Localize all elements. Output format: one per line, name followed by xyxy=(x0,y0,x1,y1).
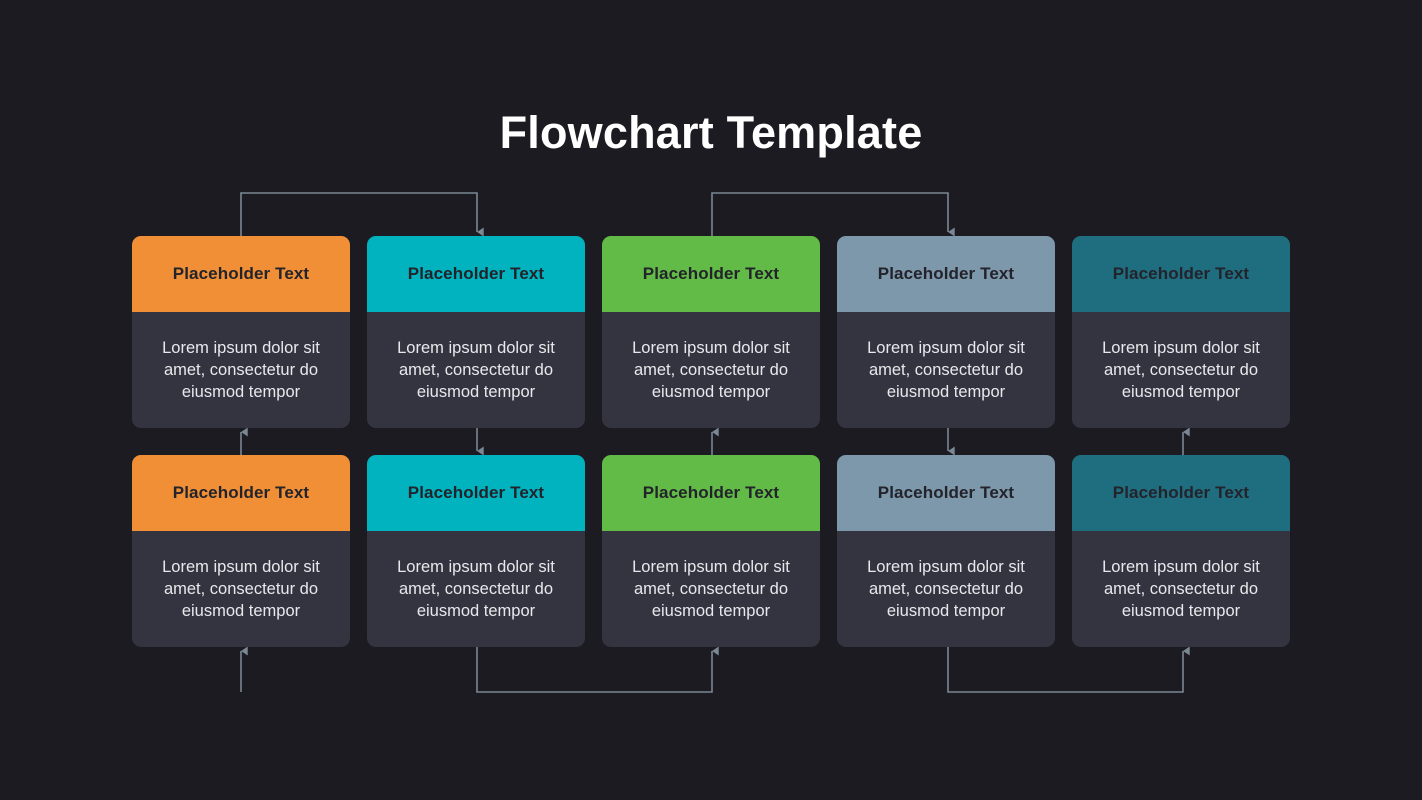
card-column-2-top[interactable]: Placeholder Text Lorem ipsum dolor sit a… xyxy=(367,236,585,428)
card-body: Lorem ipsum dolor sit amet, consectetur … xyxy=(367,312,585,428)
connector-bottom-left-bracket xyxy=(476,646,719,693)
card-body: Lorem ipsum dolor sit amet, consectetur … xyxy=(132,531,350,647)
card-body-text: Lorem ipsum dolor sit amet, consectetur … xyxy=(632,339,790,401)
card-header: Placeholder Text xyxy=(602,455,820,531)
card-body-text: Lorem ipsum dolor sit amet, consectetur … xyxy=(162,339,320,401)
card-header-label: Placeholder Text xyxy=(642,483,780,502)
card-header: Placeholder Text xyxy=(1072,455,1290,531)
card-body-text: Lorem ipsum dolor sit amet, consectetur … xyxy=(162,558,320,620)
card-body: Lorem ipsum dolor sit amet, consectetur … xyxy=(837,531,1055,647)
card-header-label: Placeholder Text xyxy=(1112,264,1250,283)
card-header: Placeholder Text xyxy=(367,236,585,312)
card-body: Lorem ipsum dolor sit amet, consectetur … xyxy=(602,312,820,428)
card-header: Placeholder Text xyxy=(1072,236,1290,312)
card-header: Placeholder Text xyxy=(367,455,585,531)
card-header: Placeholder Text xyxy=(837,236,1055,312)
card-column-5-top[interactable]: Placeholder Text Lorem ipsum dolor sit a… xyxy=(1072,236,1290,428)
connector-top-right-bracket xyxy=(711,192,955,237)
card-header-label: Placeholder Text xyxy=(642,264,780,283)
card-column-2-bottom[interactable]: Placeholder Text Lorem ipsum dolor sit a… xyxy=(367,455,585,647)
card-header: Placeholder Text xyxy=(602,236,820,312)
card-header-label: Placeholder Text xyxy=(407,483,545,502)
card-body: Lorem ipsum dolor sit amet, consectetur … xyxy=(1072,312,1290,428)
card-header-label: Placeholder Text xyxy=(172,483,310,502)
card-column-1-top[interactable]: Placeholder Text Lorem ipsum dolor sit a… xyxy=(132,236,350,428)
card-column-4-top[interactable]: Placeholder Text Lorem ipsum dolor sit a… xyxy=(837,236,1055,428)
card-body: Lorem ipsum dolor sit amet, consectetur … xyxy=(837,312,1055,428)
card-column-3-bottom[interactable]: Placeholder Text Lorem ipsum dolor sit a… xyxy=(602,455,820,647)
card-body-text: Lorem ipsum dolor sit amet, consectetur … xyxy=(632,558,790,620)
card-body-text: Lorem ipsum dolor sit amet, consectetur … xyxy=(1102,558,1260,620)
card-column-1-bottom[interactable]: Placeholder Text Lorem ipsum dolor sit a… xyxy=(132,455,350,647)
connector-bottom-right-bracket xyxy=(947,646,1190,693)
card-body-text: Lorem ipsum dolor sit amet, consectetur … xyxy=(867,339,1025,401)
card-body-text: Lorem ipsum dolor sit amet, consectetur … xyxy=(867,558,1025,620)
card-body: Lorem ipsum dolor sit amet, consectetur … xyxy=(367,531,585,647)
card-column-5-bottom[interactable]: Placeholder Text Lorem ipsum dolor sit a… xyxy=(1072,455,1290,647)
page-title: Flowchart Template xyxy=(499,107,923,158)
card-column-3-top[interactable]: Placeholder Text Lorem ipsum dolor sit a… xyxy=(602,236,820,428)
card-header: Placeholder Text xyxy=(132,455,350,531)
card-body-text: Lorem ipsum dolor sit amet, consectetur … xyxy=(397,339,555,401)
connector-top-left-bracket xyxy=(240,192,484,237)
card-body: Lorem ipsum dolor sit amet, consectetur … xyxy=(132,312,350,428)
card-header-label: Placeholder Text xyxy=(172,264,310,283)
card-header-label: Placeholder Text xyxy=(407,264,545,283)
card-header: Placeholder Text xyxy=(132,236,350,312)
card-body-text: Lorem ipsum dolor sit amet, consectetur … xyxy=(1102,339,1260,401)
card-body: Lorem ipsum dolor sit amet, consectetur … xyxy=(1072,531,1290,647)
card-header-label: Placeholder Text xyxy=(877,264,1015,283)
card-header: Placeholder Text xyxy=(837,455,1055,531)
card-column-4-bottom[interactable]: Placeholder Text Lorem ipsum dolor sit a… xyxy=(837,455,1055,647)
card-header-label: Placeholder Text xyxy=(1112,483,1250,502)
card-body-text: Lorem ipsum dolor sit amet, consectetur … xyxy=(397,558,555,620)
card-body: Lorem ipsum dolor sit amet, consectetur … xyxy=(602,531,820,647)
card-header-label: Placeholder Text xyxy=(877,483,1015,502)
